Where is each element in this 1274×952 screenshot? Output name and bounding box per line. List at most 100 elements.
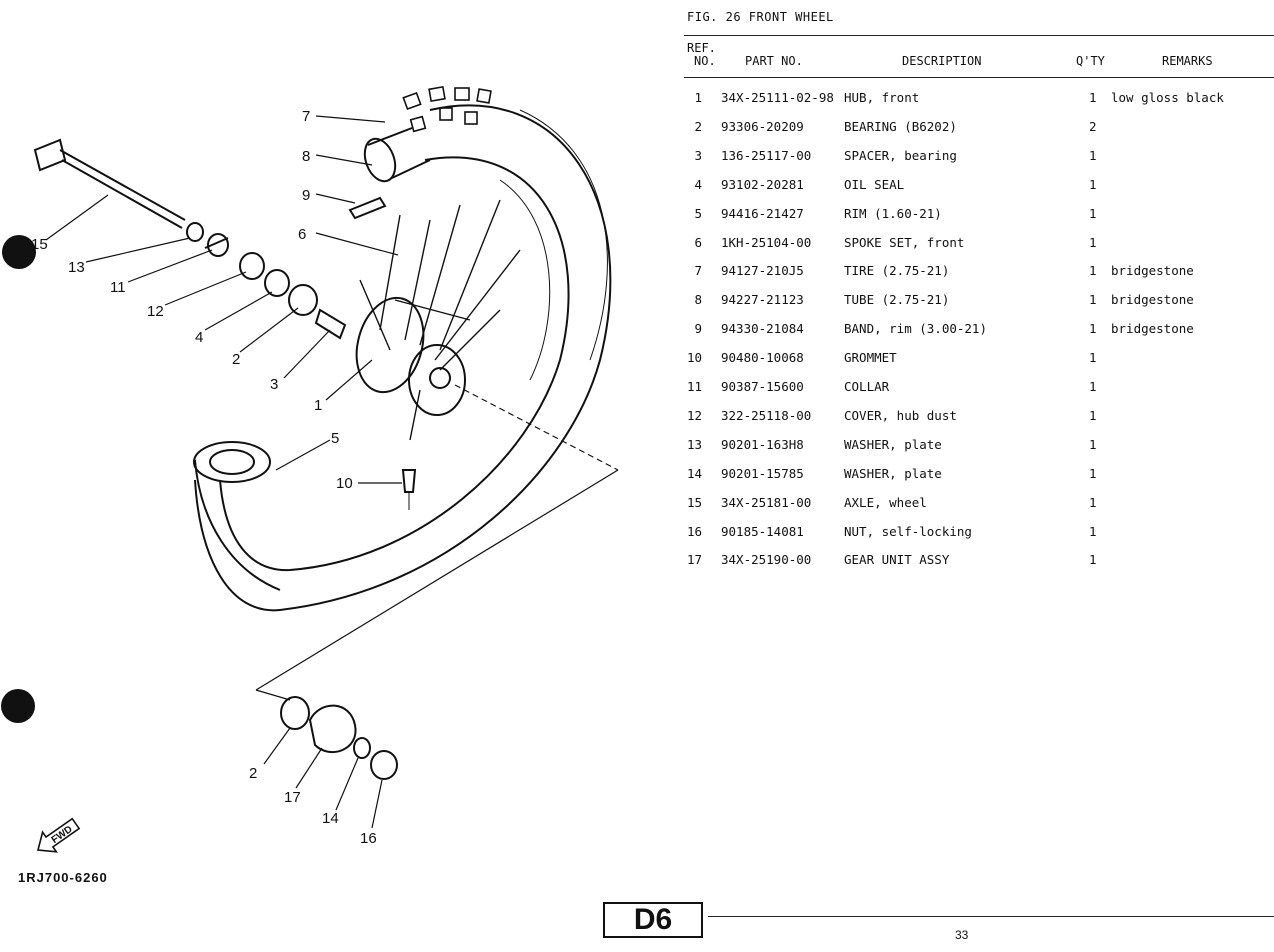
rim-band xyxy=(348,196,387,220)
callout-17: 17 xyxy=(284,789,301,806)
description-cell: TUBE (2.75-21) xyxy=(844,292,950,308)
remarks-cell: low gloss black xyxy=(1111,90,1224,105)
collar-11 xyxy=(204,233,229,257)
header-description: DESCRIPTION xyxy=(902,54,982,68)
part-number-cell: 93102-20281 xyxy=(721,176,804,192)
dust-cover-12 xyxy=(239,252,265,280)
header-ref-line1: REF. xyxy=(687,41,716,55)
ref-cell: 3 xyxy=(694,147,702,163)
callout-9: 9 xyxy=(302,187,310,204)
header-remarks: REMARKS xyxy=(1162,54,1213,68)
quantity-cell: 1 xyxy=(1089,379,1097,394)
quantity-cell: 1 xyxy=(1089,407,1097,423)
table-row: 3 136-25117-00 SPACER, bearing 1 xyxy=(684,148,1274,168)
callout-4: 4 xyxy=(195,329,203,346)
callout-16: 16 xyxy=(360,830,377,847)
quantity-cell: 1 xyxy=(1089,321,1097,337)
callout-2-upper: 2 xyxy=(232,351,240,368)
axle xyxy=(33,138,186,229)
figure-title: FIG. 26 FRONT WHEEL xyxy=(687,10,834,24)
footer-rule xyxy=(708,916,1274,917)
description-cell: NUT, self-locking xyxy=(844,523,972,539)
quantity-cell: 1 xyxy=(1089,436,1097,452)
hub xyxy=(355,296,466,416)
quantity-cell: 1 xyxy=(1089,90,1097,105)
oil-seal-4 xyxy=(264,269,290,297)
quantity-cell: 1 xyxy=(1089,523,1097,539)
description-cell: WASHER, plate xyxy=(844,465,942,481)
remarks-cell: bridgestone xyxy=(1111,292,1194,308)
callout-6: 6 xyxy=(298,226,306,243)
exploded-wheel-diagram: 7 8 9 6 15 13 11 12 4 2 3 1 5 10 2 17 14… xyxy=(1,85,619,853)
description-cell: COVER, hub dust xyxy=(844,407,957,423)
punch-hole-upper xyxy=(2,235,36,269)
quantity-cell: 1 xyxy=(1089,350,1097,366)
part-number-cell: 90201-15785 xyxy=(721,465,804,481)
ref-cell: 1 xyxy=(694,90,702,105)
callout-12: 12 xyxy=(147,303,164,320)
table-row: 16 90185-14081 NUT, self-locking 1 xyxy=(684,524,1274,544)
part-number-cell: 90185-14081 xyxy=(721,523,804,539)
header-ref-line2: NO. xyxy=(694,54,716,68)
callout-11: 11 xyxy=(110,279,126,296)
callout-1: 1 xyxy=(314,397,322,414)
ref-cell: 10 xyxy=(686,350,702,366)
quantity-cell: 1 xyxy=(1089,176,1097,192)
ref-cell: 4 xyxy=(694,176,702,192)
ref-cell: 5 xyxy=(694,205,702,221)
ref-cell: 8 xyxy=(694,292,702,308)
ref-cell: 11 xyxy=(686,379,702,394)
description-cell: BEARING (B6202) xyxy=(844,118,957,134)
quantity-cell: 1 xyxy=(1089,552,1097,568)
part-number-cell: 322-25118-00 xyxy=(721,407,812,423)
description-cell: TIRE (2.75-21) xyxy=(844,263,950,279)
header-part-no: PART NO. xyxy=(745,54,803,68)
part-number-cell: 136-25117-00 xyxy=(721,147,812,163)
rim-band-section xyxy=(193,441,271,483)
ref-cell: 9 xyxy=(694,321,702,337)
rim-outline xyxy=(219,156,570,572)
ref-cell: 2 xyxy=(694,118,702,134)
part-number-cell: 90387-15600 xyxy=(721,379,804,394)
tire-outline xyxy=(194,104,612,612)
header-qty: Q'TY xyxy=(1076,54,1105,68)
table-row: 4 93102-20281 OIL SEAL 1 xyxy=(684,177,1274,197)
quantity-cell: 1 xyxy=(1089,234,1097,250)
ref-cell: 17 xyxy=(686,552,702,568)
quantity-cell: 1 xyxy=(1089,465,1097,481)
washer-13 xyxy=(186,222,204,242)
quantity-cell: 1 xyxy=(1089,494,1097,510)
remarks-cell: bridgestone xyxy=(1111,321,1194,337)
ref-cell: 6 xyxy=(694,234,702,250)
table-header-rule xyxy=(684,77,1274,78)
callout-8: 8 xyxy=(302,148,310,165)
remarks-cell: bridgestone xyxy=(1111,263,1194,279)
description-cell: WASHER, plate xyxy=(844,436,942,452)
description-cell: SPACER, bearing xyxy=(844,147,957,163)
ref-cell: 7 xyxy=(694,263,702,279)
description-cell: AXLE, wheel xyxy=(844,494,927,510)
part-number-cell: 94330-21084 xyxy=(721,321,804,337)
part-number-cell: 1KH-25104-00 xyxy=(721,234,812,250)
part-number-cell: 94416-21427 xyxy=(721,205,804,221)
nut-16 xyxy=(370,750,398,780)
part-number-cell: 34X-25181-00 xyxy=(721,494,812,510)
bearing-2-upper xyxy=(288,284,318,316)
quantity-cell: 1 xyxy=(1089,147,1097,163)
description-cell: OIL SEAL xyxy=(844,176,905,192)
ref-cell: 16 xyxy=(686,523,702,539)
ref-cell: 14 xyxy=(686,465,702,481)
description-cell: BAND, rim (3.00-21) xyxy=(844,321,987,337)
quantity-cell: 2 xyxy=(1089,118,1097,134)
